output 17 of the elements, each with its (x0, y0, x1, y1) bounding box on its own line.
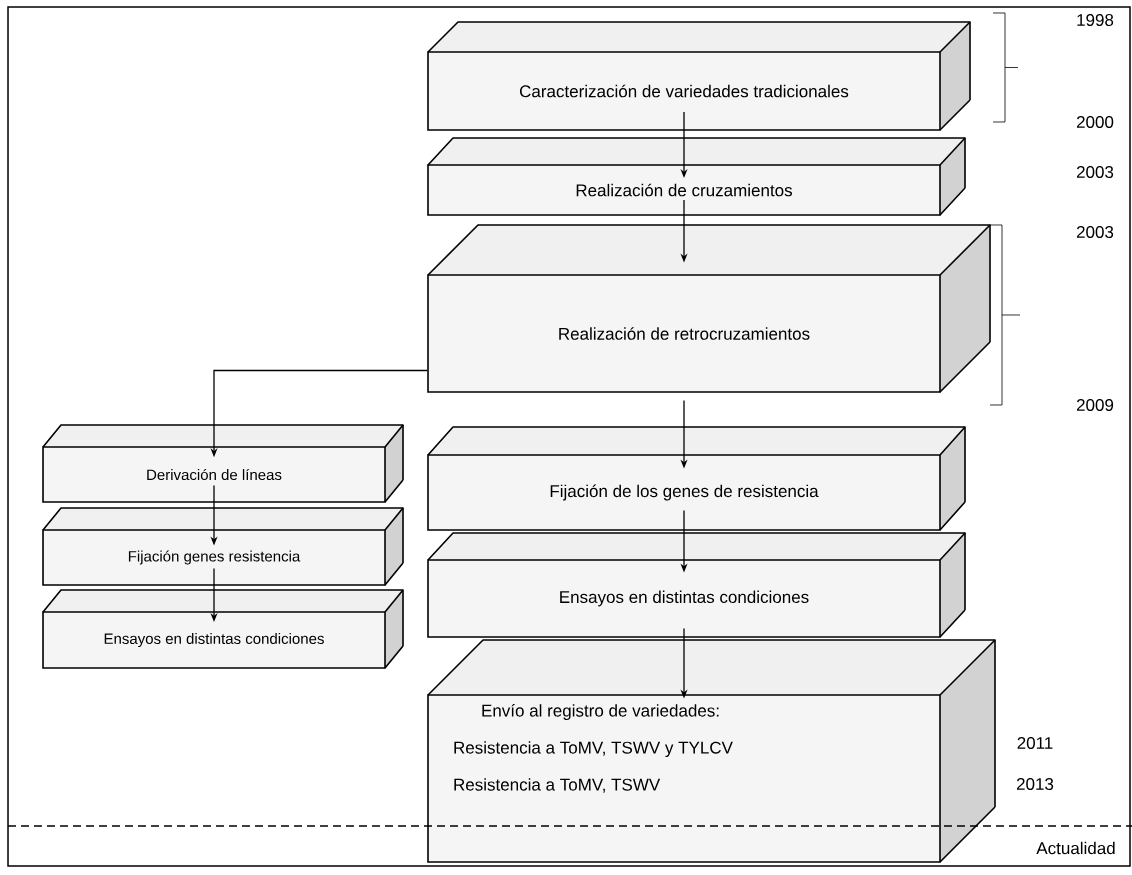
year-label: 2003 (1076, 166, 1114, 178)
block: Realización de cruzamientos (427, 137, 966, 216)
year-label: 2011 (1017, 737, 1053, 749)
block: Fijación genes resistencia (42, 507, 404, 586)
year-label: 2003 (1076, 226, 1114, 238)
block: Caracterización de variedades tradicionales (427, 21, 971, 131)
year-label: 2009 (1076, 399, 1114, 411)
block: Ensayos en distintas condiciones (42, 589, 404, 669)
block: Ensayos en distintas condiciones (427, 532, 966, 638)
block: Envío al registro de variedades: Resistencia a ToMV, TSWV y TYLCV Resistencia a ToMV, TSWV (427, 639, 996, 863)
block: Realización de retrocruzamientos (427, 224, 991, 393)
block: Fijación de los genes de resistencia (427, 426, 966, 531)
block: Derivación de líneas (42, 424, 404, 503)
year-label: 2013 (1016, 778, 1054, 790)
year-label: Actualidad (1036, 841, 1115, 855)
year-label: 2000 (1076, 116, 1114, 128)
year-label: 1998 (1077, 14, 1114, 26)
